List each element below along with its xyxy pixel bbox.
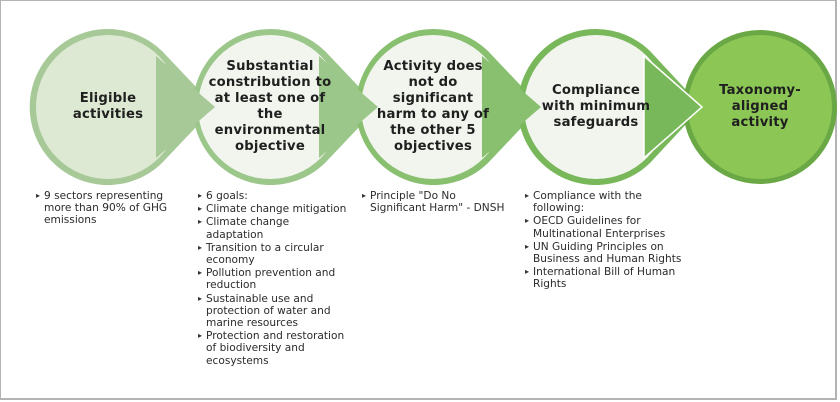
bullet-item: International Bill of Human Rights bbox=[525, 266, 685, 290]
bullet-list: Principle "Do No Significant Harm" - DNS… bbox=[362, 190, 512, 214]
bullet-list: Compliance with the following: OECD Guid… bbox=[525, 190, 685, 291]
step-1-title: Eligible activities bbox=[72, 91, 144, 122]
bullet-item: Pollution prevention and reduction bbox=[198, 267, 348, 291]
step-3-title: Activity does not do significant harm to… bbox=[376, 59, 490, 154]
bullet-item: UN Guiding Principles on Business and Hu… bbox=[525, 241, 685, 265]
arrow-1-icon bbox=[156, 56, 215, 158]
bullet-item: Principle "Do No Significant Harm" - DNS… bbox=[362, 190, 512, 214]
bullet-item: Compliance with the following: bbox=[525, 190, 685, 214]
details-step-4: Compliance with the following: OECD Guid… bbox=[525, 190, 685, 292]
step-5-shape bbox=[683, 30, 837, 184]
arrow-2-icon bbox=[319, 56, 378, 158]
bullet-item: OECD Guidelines for Multinational Enterp… bbox=[525, 215, 685, 239]
bullet-item: Transition to a circular economy bbox=[198, 242, 348, 266]
bullet-item: Protection and restoration of biodiversi… bbox=[198, 330, 348, 367]
bullet-list: 9 sectors representing more than 90% of … bbox=[36, 190, 186, 227]
bullet-item: 6 goals: bbox=[198, 190, 348, 202]
details-step-1: 9 sectors representing more than 90% of … bbox=[36, 190, 186, 228]
step-2-title: Substantial constribution to at least on… bbox=[208, 59, 332, 154]
details-step-3: Principle "Do No Significant Harm" - DNS… bbox=[362, 190, 512, 215]
step-5-title: Taxonomy-aligned activity bbox=[719, 83, 801, 130]
arrow-4-icon bbox=[643, 54, 704, 160]
arrow-3-icon bbox=[482, 56, 541, 158]
bullet-list: 6 goals: Climate change mitigation Clima… bbox=[198, 190, 348, 367]
step-4-title: Compliance with minimum safeguards bbox=[541, 83, 651, 130]
details-step-2: 6 goals: Climate change mitigation Clima… bbox=[198, 190, 348, 368]
bullet-item: Sustainable use and protection of water … bbox=[198, 293, 348, 330]
bullet-item: Climate change adaptation bbox=[198, 216, 348, 240]
bullet-item: Climate change mitigation bbox=[198, 203, 348, 215]
bullet-item: 9 sectors representing more than 90% of … bbox=[36, 190, 186, 227]
